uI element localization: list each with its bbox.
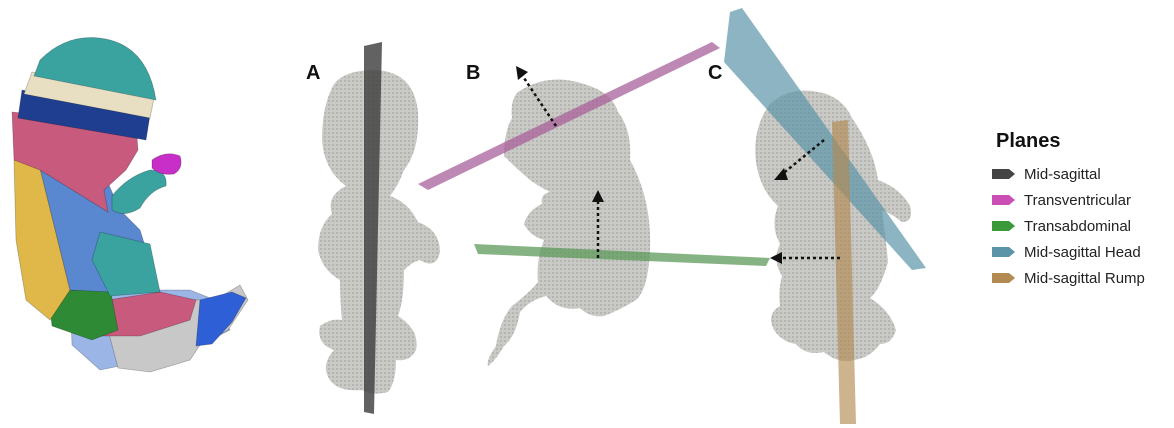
panel-label-b: B — [466, 62, 480, 85]
panel-a-view — [318, 42, 440, 414]
legend-swatch-arrow-icon — [992, 245, 1016, 259]
legend-swatch-arrow-icon — [992, 271, 1016, 285]
legend-swatch-arrow-icon — [992, 219, 1016, 233]
segment-bright-blue — [196, 292, 246, 346]
legend-item: Mid-sagittal Head — [992, 239, 1174, 265]
transventricular-arrowhead — [516, 66, 528, 80]
legend-label: Mid-sagittal Head — [1024, 244, 1141, 261]
panel-c-view — [724, 8, 926, 424]
legend-title: Planes — [996, 130, 1174, 153]
segment-teal-arm — [112, 170, 166, 214]
legend-item: Transventricular — [992, 187, 1174, 213]
legend-swatch-arrow-icon — [992, 193, 1016, 207]
legend-item: Mid-sagittal Rump — [992, 265, 1174, 291]
panel-b-view — [418, 42, 770, 366]
panel-label-c: C — [708, 62, 722, 85]
legend-label: Transabdominal — [1024, 218, 1131, 235]
legend-item: Mid-sagittal — [992, 161, 1174, 187]
legend-label: Mid-sagittal Rump — [1024, 270, 1145, 287]
panel-label-a: A — [306, 62, 320, 85]
fetus-model-b — [488, 80, 651, 367]
legend-label: Transventricular — [1024, 192, 1131, 209]
mid-sagittal-rump-arrowhead — [770, 252, 782, 264]
legend-item: Transabdominal — [992, 213, 1174, 239]
segmented-embryo-model — [12, 38, 248, 373]
legend-label: Mid-sagittal — [1024, 166, 1101, 183]
segment-magenta-hand — [152, 154, 181, 175]
legend-swatch-arrow-icon — [992, 167, 1016, 181]
